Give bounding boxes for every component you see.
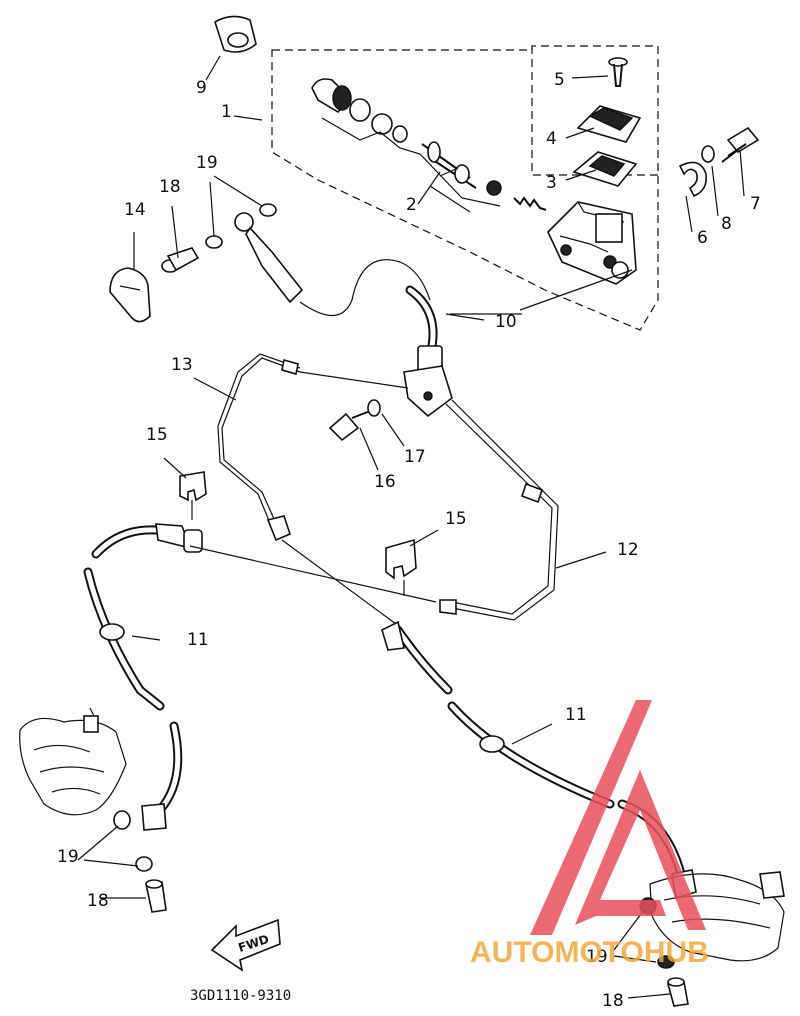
callout-c4: 4: [546, 129, 557, 149]
part-18-bolt-left: [145, 879, 167, 913]
forward-direction-arrow: FWD: [210, 918, 281, 972]
part-18-banjo-bolt-top: [161, 247, 200, 273]
callout-c12: 12: [617, 540, 639, 560]
callout-c6: 6: [697, 228, 708, 248]
callout-c17: 17: [404, 447, 426, 467]
part-4-reservoir-cap: [576, 105, 642, 143]
callout-c15a: 15: [146, 425, 168, 445]
left-brake-caliper: [19, 707, 127, 816]
callout-c2: 2: [406, 195, 417, 215]
check-valve-spring: [513, 196, 547, 211]
part-15-clip-right: [385, 538, 417, 580]
callout-c19a: 19: [196, 153, 218, 173]
part-2-piston-kit: [311, 78, 502, 207]
part-19-washer-left: [135, 856, 153, 872]
callout-c11b: 11: [565, 705, 587, 725]
part-8-washer: [701, 145, 715, 163]
callout-c8: 8: [721, 214, 732, 234]
automotohub-watermark: AUTOMOTOHUB: [470, 700, 709, 969]
callout-c7: 7: [750, 194, 761, 214]
callout-c3: 3: [546, 173, 557, 193]
part-10-brake-hose-upper: [299, 259, 431, 317]
callout-c13: 13: [171, 355, 193, 375]
callout-c1: 1: [221, 102, 232, 122]
callout-c15b: 15: [445, 509, 467, 529]
part-3-diaphragm: [572, 151, 638, 187]
callout-c18c: 18: [602, 991, 624, 1011]
part-10-upper-hose-fitting: [234, 212, 304, 304]
pipe-13-fitting-top: [281, 358, 299, 376]
leader-lines: [77, 55, 745, 999]
right-brake-caliper: [649, 871, 785, 962]
hose-11-left-fittings: [99, 523, 203, 831]
part-14-cover: [109, 267, 151, 323]
part-15-clip-left: [179, 471, 207, 502]
part-6-clamp: [678, 161, 708, 198]
callout-c14: 14: [124, 200, 146, 220]
pipe-12-fitting-bottom: [439, 599, 457, 615]
callout-c18a: 18: [159, 177, 181, 197]
three-way-joint: [403, 345, 453, 418]
callout-c9: 9: [196, 78, 207, 98]
watermark-text: AUTOMOTOHUB: [470, 936, 709, 969]
master-cylinder-body: [547, 201, 637, 285]
callout-c16: 16: [374, 472, 396, 492]
pipe-12-fitting-top: [520, 482, 544, 504]
part-9-boot: [214, 15, 257, 53]
part-13-brake-pipe: [221, 357, 301, 529]
part-17-washer: [367, 399, 381, 417]
callout-c19b: 19: [57, 847, 79, 867]
part-7-bolt: [721, 126, 760, 163]
pipe-13-fitting-bottom: [266, 515, 291, 542]
callout-c10: 10: [495, 312, 517, 332]
drawing-code: 3GD1110-9310: [190, 988, 291, 1004]
callout-c11a: 11: [187, 630, 209, 650]
part-12-brake-pipe: [445, 403, 553, 615]
callout-c19c: 19: [586, 947, 608, 967]
callout-labels: 1234567891011111213141515161718181819191…: [57, 70, 761, 1011]
watermark-logo-shape-inner: [530, 700, 652, 935]
part-5-screw: [608, 57, 628, 87]
part-18-bolt-right: [666, 977, 689, 1007]
watermark-logo-shape: [575, 770, 706, 930]
callout-c18b: 18: [87, 891, 109, 911]
callout-c5: 5: [554, 70, 565, 90]
